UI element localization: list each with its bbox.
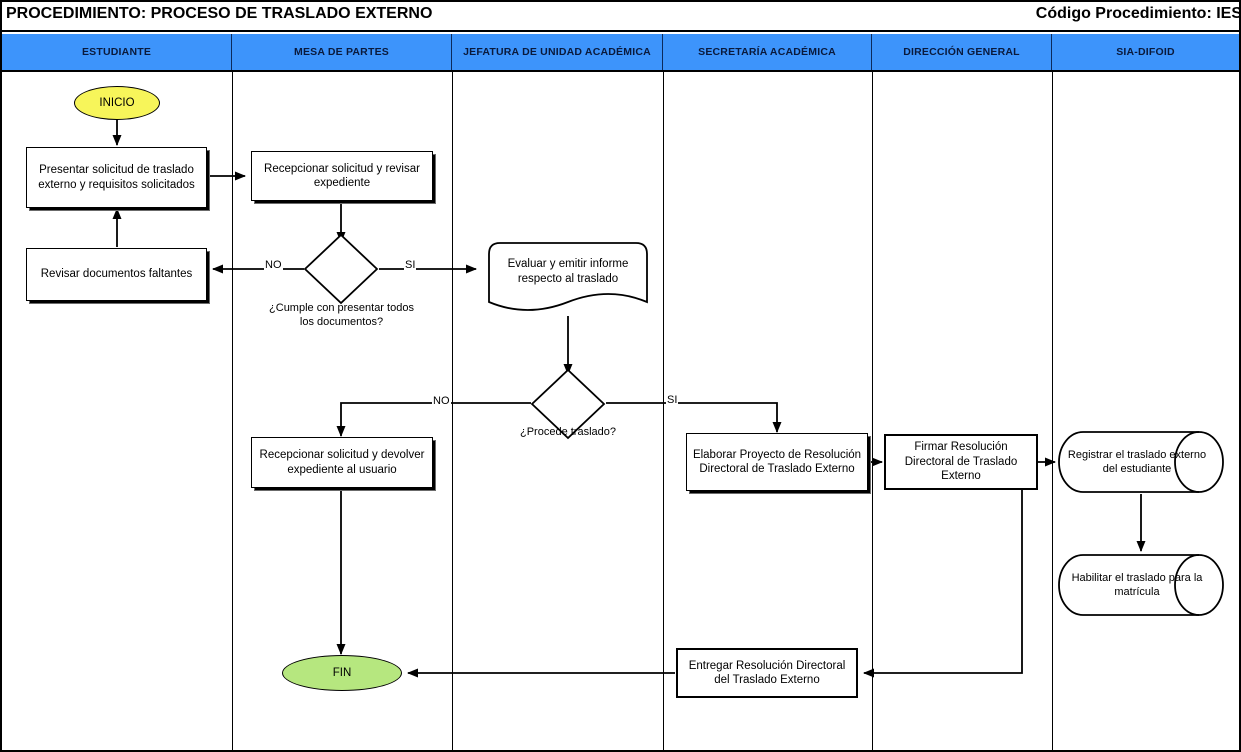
branch-label-d1-no: NO (264, 259, 283, 271)
lane-separator-3 (663, 72, 664, 750)
node-entregar-resolucion[interactable]: Entregar Resolución Directoral del Trasl… (676, 648, 858, 698)
node-registrar-traslado-label: Registrar el traslado externo del estudi… (1057, 430, 1225, 494)
lane-header-estudiante: ESTUDIANTE (2, 34, 232, 70)
node-fin-label: FIN (332, 667, 352, 679)
node-habilitar-traslado[interactable]: Habilitar el traslado para la matrícula (1057, 553, 1225, 617)
node-firmar-resolucion[interactable]: Firmar Resolución Directoral de Traslado… (884, 434, 1038, 490)
lane-header-divider (2, 70, 1239, 72)
node-decision-documentos-label: ¿Cumple con presentar todos los document… (264, 302, 419, 330)
node-presentar-solicitud[interactable]: Presentar solicitud de traslado externo … (26, 147, 207, 208)
diamond-shape-2 (530, 368, 606, 440)
lane-header-secretaria: SECRETARÍA ACADÉMICA (663, 34, 872, 70)
node-fin[interactable]: FIN (282, 655, 402, 691)
branch-label-d1-si: SI (404, 259, 417, 271)
procedure-code: Código Procedimiento: IES (1035, 5, 1241, 22)
node-recepcionar-revisar[interactable]: Recepcionar solicitud y revisar expedien… (251, 151, 433, 201)
node-evaluar-informe-label: Evaluar y emitir informe respecto al tra… (483, 240, 653, 318)
node-presentar-solicitud-label: Presentar solicitud de traslado externo … (38, 164, 195, 191)
cylinder-shape-1 (1058, 431, 1224, 493)
evaluar-text: Evaluar y emitir informe respecto al tra… (507, 258, 629, 285)
branch-label-d2-no: NO (432, 395, 451, 407)
node-elaborar-proyecto-label: Elaborar Proyecto de Resolución Director… (692, 448, 862, 475)
lane-header-mesa-partes: MESA DE PARTES (232, 34, 452, 70)
lane-separator-4 (872, 72, 873, 750)
branch-label-d2-si: SI (666, 394, 679, 406)
decision2-text: ¿Procede traslado? (520, 426, 616, 438)
node-revisar-documentos[interactable]: Revisar documentos faltantes (26, 248, 207, 301)
node-devolver-expediente[interactable]: Recepcionar solicitud y devolver expedie… (251, 437, 433, 488)
lane-header-jefatura: JEFATURA DE UNIDAD ACADÉMICA (452, 34, 663, 70)
node-firmar-resolucion-label: Firmar Resolución Directoral de Traslado… (904, 441, 1018, 483)
node-decision-documentos[interactable] (303, 233, 379, 305)
node-entregar-resolucion-label: Entregar Resolución Directoral del Trasl… (688, 659, 846, 686)
node-inicio[interactable]: INICIO (74, 86, 160, 120)
lane-separator-5 (1052, 72, 1053, 750)
node-evaluar-informe[interactable]: Evaluar y emitir informe respecto al tra… (483, 240, 653, 318)
diamond-shape (303, 233, 379, 305)
node-registrar-traslado[interactable]: Registrar el traslado externo del estudi… (1057, 430, 1225, 494)
cylinder-shape-2 (1058, 554, 1224, 616)
decision1-text: ¿Cumple con presentar todos los document… (269, 302, 414, 328)
lane-header-direccion: DIRECCIÓN GENERAL (872, 34, 1052, 70)
node-habilitar-traslado-label: Habilitar el traslado para la matrícula (1057, 553, 1225, 617)
registrar-text: Registrar el traslado externo del estudi… (1067, 448, 1207, 475)
document-shape (488, 242, 648, 311)
habilitar-text: Habilitar el traslado para la matrícula (1071, 571, 1203, 598)
node-decision-procede[interactable] (530, 368, 606, 440)
node-decision-procede-label: ¿Procede traslado? (488, 426, 648, 440)
node-inicio-label: INICIO (99, 97, 135, 109)
lane-separator-1 (232, 72, 233, 750)
procedure-title: PROCEDIMIENTO: PROCESO DE TRASLADO EXTER… (6, 5, 433, 22)
node-revisar-documentos-label: Revisar documentos faltantes (40, 268, 193, 281)
node-elaborar-proyecto[interactable]: Elaborar Proyecto de Resolución Director… (686, 433, 868, 491)
node-recepcionar-revisar-label: Recepcionar solicitud y revisar expedien… (264, 162, 420, 189)
title-bar: PROCEDIMIENTO: PROCESO DE TRASLADO EXTER… (2, 2, 1241, 32)
lane-separator-2 (452, 72, 453, 750)
node-devolver-expediente-label: Recepcionar solicitud y devolver expedie… (259, 449, 425, 476)
lane-header-sia: SIA-DIFOID (1052, 34, 1239, 70)
